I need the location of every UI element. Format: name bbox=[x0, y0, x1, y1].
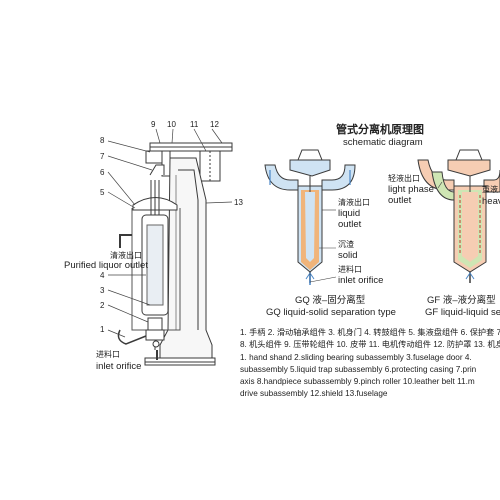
part-number-8: 8 bbox=[100, 136, 105, 145]
legend-en-line-2: subassembly 5.liquid trap subassembly 6.… bbox=[240, 365, 477, 374]
gf-caption-cn: GF 液–液分离型 bbox=[427, 294, 496, 306]
part-number-5: 5 bbox=[100, 188, 105, 197]
gq-liquid-outlet-cn: 清液出口 bbox=[338, 197, 370, 207]
gq-caption-cn: GQ 液–固分离型 bbox=[295, 294, 366, 306]
legend-cn-line-1: 1. 手柄 2. 滑动轴承组件 3. 机身门 4. 转鼓组件 5. 集液盘组件 … bbox=[240, 328, 500, 337]
part-number-4: 4 bbox=[100, 271, 105, 280]
gq-solid-cn: 沉渣 bbox=[338, 239, 354, 249]
gq-schematic bbox=[264, 149, 356, 285]
legend-en-line-3: axis 8.handpiece subassembly 9.pinch rol… bbox=[240, 377, 475, 386]
legend-en-line-4: drive subassembly 12.shield 13.fuselage bbox=[240, 389, 388, 398]
purified-outlet-en: Purified liquor outlet bbox=[64, 260, 148, 271]
hand-shand bbox=[117, 329, 147, 345]
gf-heavy-outlet bbox=[417, 159, 455, 191]
part-number-3: 3 bbox=[100, 286, 105, 295]
part-numbers: 9 10 11 12 8 7 6 5 13 4 3 2 1 bbox=[100, 120, 243, 334]
part-number-13: 13 bbox=[234, 198, 243, 207]
gf-caption-en: GF liquid-liquid separation bbox=[425, 307, 500, 318]
inlet-en: inlet orifice bbox=[96, 361, 141, 372]
legend-cn-line-2: 8. 机头组件 9. 压带轮组件 10. 皮带 11. 电机传动组件 12. 防… bbox=[240, 340, 500, 349]
schematic-title-cn: 管式分离机原理图 bbox=[336, 122, 424, 136]
gq-caption-en: GQ liquid-solid separation type bbox=[266, 307, 396, 318]
gq-inlet-en: inlet orifice bbox=[338, 275, 383, 286]
part-number-6: 6 bbox=[100, 168, 105, 177]
gq-liquid-outlet-en1: liquid bbox=[338, 208, 360, 219]
part-number-7: 7 bbox=[100, 152, 105, 161]
purified-outlet-pipe bbox=[119, 234, 132, 248]
part-number-2: 2 bbox=[100, 301, 105, 310]
schematic-title-en: schematic diagram bbox=[343, 137, 423, 148]
gf-light-outlet-en2: outlet bbox=[388, 195, 412, 206]
part-number-1: 1 bbox=[100, 325, 105, 334]
part-number-10: 10 bbox=[167, 120, 176, 129]
inlet-cn: 进料口 bbox=[96, 349, 120, 359]
sliding-bearing bbox=[145, 329, 165, 341]
part-number-9: 9 bbox=[151, 120, 156, 129]
gf-heavy-cn: 重液 bbox=[482, 184, 498, 194]
gq-solid-en: solid bbox=[338, 250, 358, 261]
legend-en-line-1: 1. hand shand 2.sliding bearing subassem… bbox=[240, 353, 472, 362]
part-number-11: 11 bbox=[190, 120, 199, 129]
gf-light-outlet-cn: 轻液出口 bbox=[388, 173, 420, 183]
gq-inlet-cn: 进料口 bbox=[338, 264, 362, 274]
centrifuge-drawing bbox=[107, 128, 233, 366]
purified-outlet-cn: 清液出口 bbox=[110, 250, 142, 260]
gq-liquid-outlet-en2: outlet bbox=[338, 219, 362, 230]
gf-light-outlet-en1: light phase bbox=[388, 184, 434, 195]
gf-heavy-en: heav bbox=[482, 196, 500, 207]
gf-schematic bbox=[417, 149, 500, 283]
part-number-12: 12 bbox=[210, 120, 219, 129]
